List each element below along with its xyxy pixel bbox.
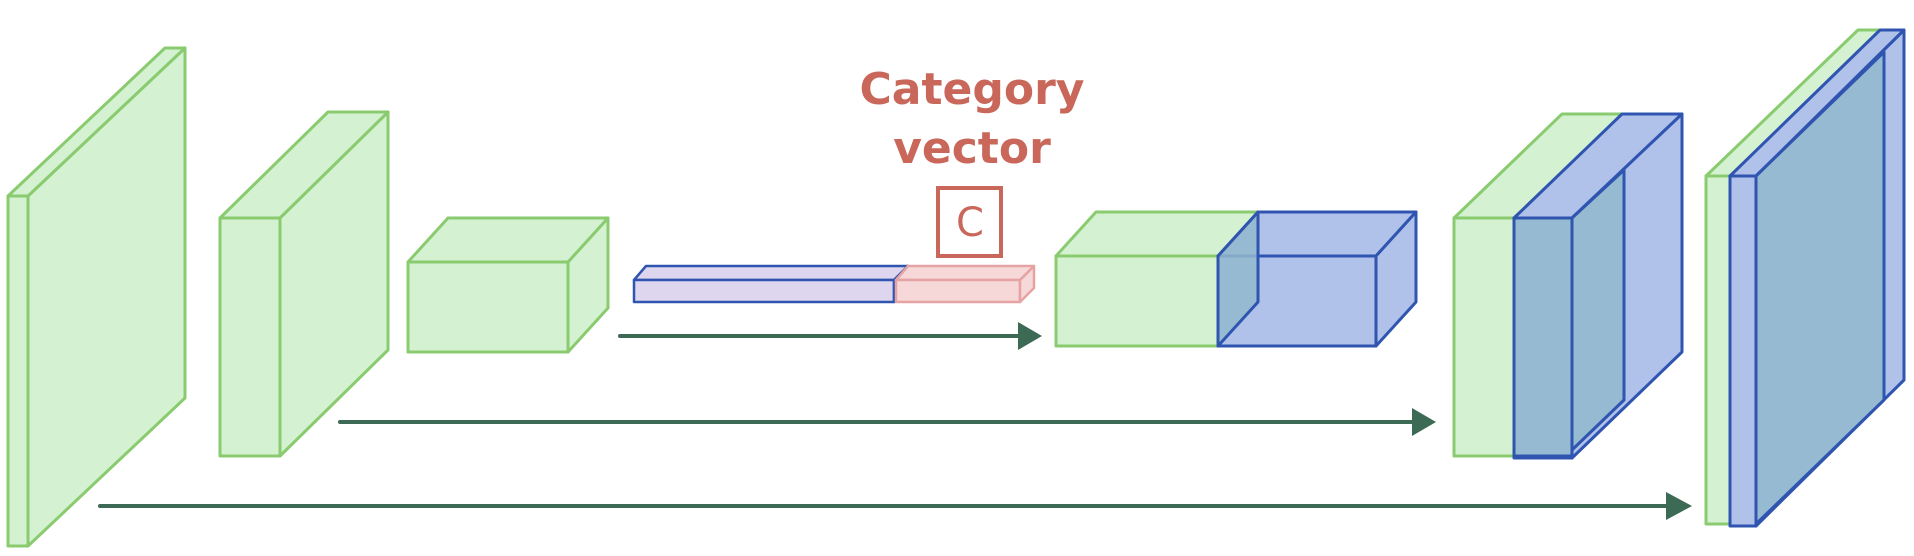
decoder-block-2-overlap [1570, 168, 1626, 452]
encoder-block-3 [406, 216, 610, 354]
decoder-block-3-blue-front [1728, 174, 1758, 528]
category-symbol: C [956, 200, 984, 246]
encoder-block-2-front [218, 216, 282, 458]
decoder-block-3-overlap [1754, 50, 1886, 526]
decoder-block-1-green-front [1054, 254, 1220, 348]
skip-connection-1 [618, 322, 1042, 350]
decoder-block-1 [1054, 210, 1418, 348]
category-vector-block-side [1018, 264, 1036, 304]
decoder-block-3-green-front [1704, 174, 1732, 526]
encoder-block-2 [218, 110, 390, 458]
decoder-block-2-green-front [1452, 216, 1516, 458]
category-label-line1: Category [860, 64, 1085, 115]
category-vector-block-top [894, 264, 1036, 282]
category-label-line2: vector [893, 123, 1051, 174]
category-vector-block [894, 264, 1036, 304]
decoder-block-3 [1704, 28, 1906, 528]
encoder-block-1-front [6, 194, 30, 548]
skip-connection-3 [98, 492, 1692, 520]
skip-connection-2-head [1412, 408, 1436, 436]
category-symbol-frame [936, 186, 1003, 258]
bottleneck-block-front [632, 278, 896, 304]
decoder-block-2-overlap-front [1512, 216, 1574, 458]
category-symbol-box: C [936, 186, 1003, 258]
bottleneck-block-top [632, 264, 910, 282]
skip-connection-3-head [1666, 492, 1692, 520]
decoder-block-1-overlap [1216, 210, 1260, 348]
decoder-block-1-blue-side [1374, 210, 1418, 348]
skip-connection-1-head [1018, 322, 1042, 350]
bottleneck-block [632, 264, 910, 304]
category-vector-block-front [894, 278, 1022, 304]
encoder-block-1 [6, 46, 187, 548]
decoder-block-2 [1452, 112, 1684, 460]
encoder-block-3-front [406, 260, 570, 354]
skip-connection-2 [338, 408, 1436, 436]
